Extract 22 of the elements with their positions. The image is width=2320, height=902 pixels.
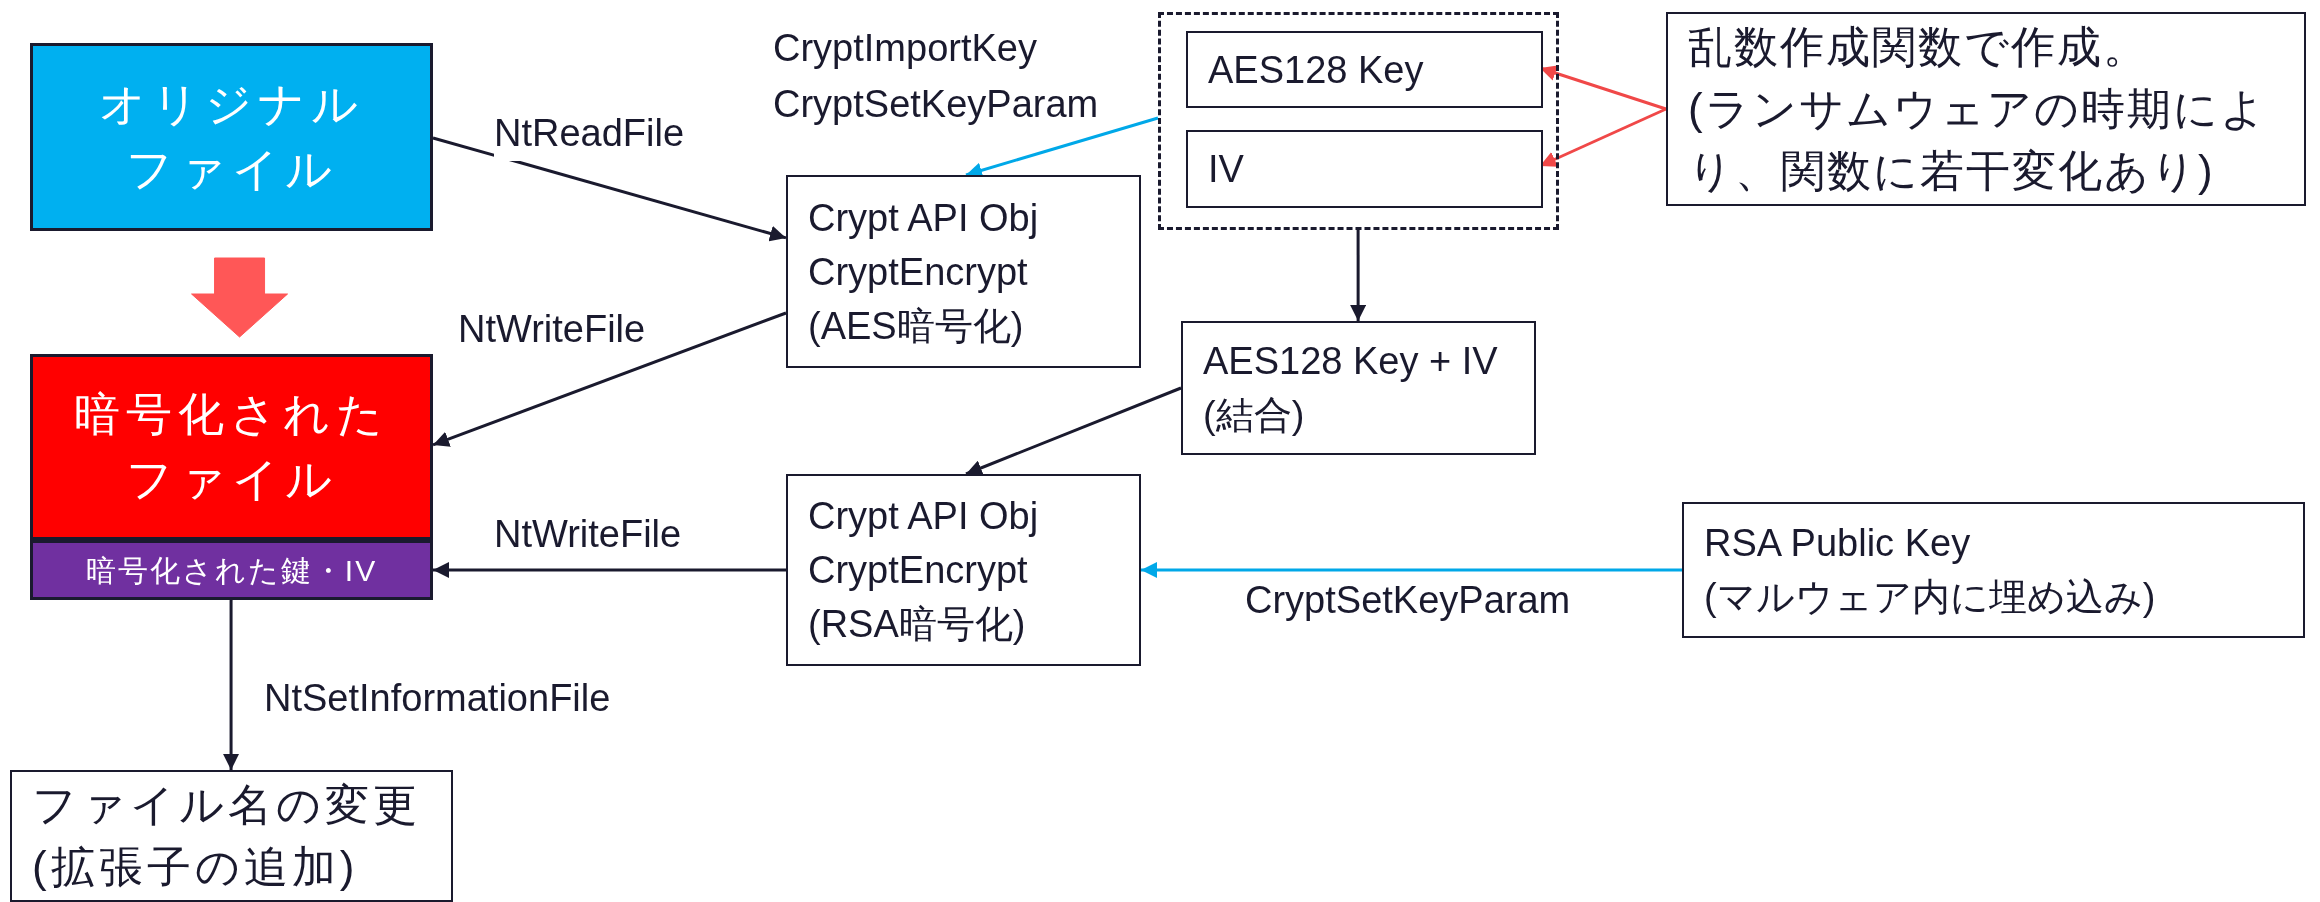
block-arrow xyxy=(191,257,289,338)
key-box: RSA Public Key (マルウェア内に埋め込み) xyxy=(1682,502,2305,638)
process-box: AES128 Key + IV (結合) xyxy=(1181,321,1536,455)
note-box xyxy=(1666,12,2306,206)
note-text: 乱数作成関数で作成。 xyxy=(1688,21,2149,73)
note-text: (ランサムウェアの時期により、関数に若干変化あり) xyxy=(1688,83,2268,197)
key-box: IV xyxy=(1186,130,1543,208)
arrow xyxy=(1350,230,1367,321)
arrow xyxy=(432,136,787,242)
dashed-group-box xyxy=(1158,12,1559,230)
key-band: 暗号化された鍵・IV xyxy=(30,540,433,600)
key-box: AES128 Key xyxy=(1186,31,1543,108)
arrow xyxy=(1141,562,1682,578)
process-box: ファイル名の変更(拡張子の追加) xyxy=(10,770,453,902)
arrow xyxy=(223,600,240,770)
file-box: オリジナルファイル xyxy=(30,43,433,231)
arrow xyxy=(965,386,1182,476)
process-box: Crypt API Obj CryptEncrypt (RSA暗号化) xyxy=(786,474,1141,666)
file-box: 暗号化されたファイル xyxy=(30,354,433,540)
process-box: Crypt API Obj CryptEncrypt (AES暗号化) xyxy=(786,175,1141,368)
arrow xyxy=(432,311,787,447)
arrow xyxy=(433,562,786,578)
